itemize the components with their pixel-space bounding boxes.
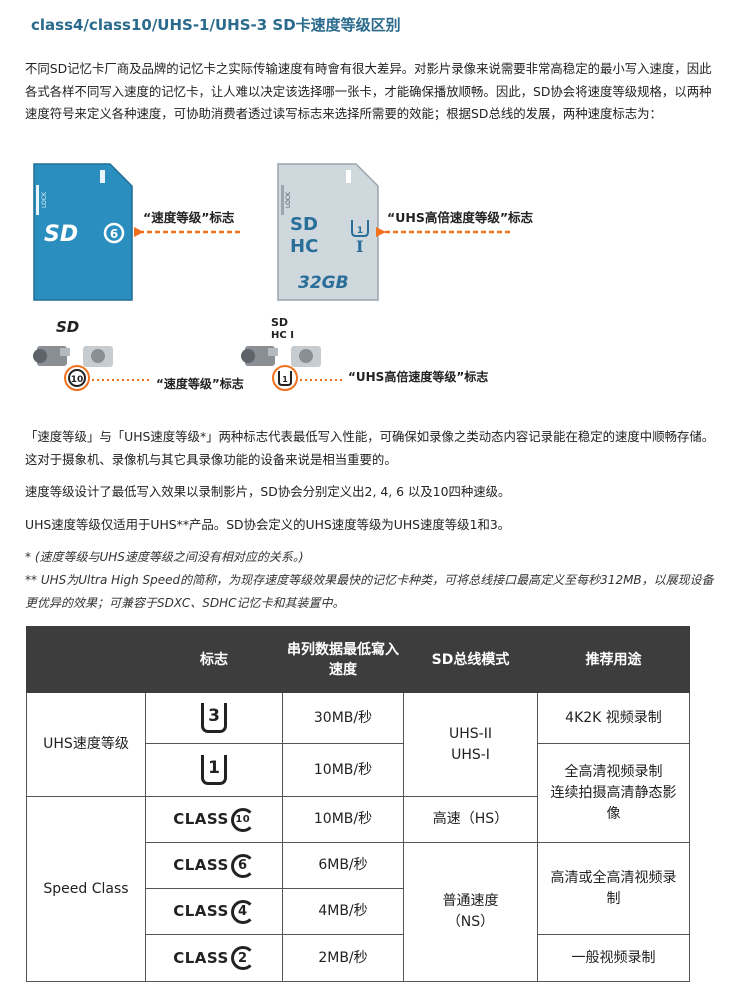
table-row: UHS速度等级 3 30MB/秒 UHS-II UHS-I 4K2K 视频录制 [26, 692, 690, 797]
speed-cell: 10MB/秒 [282, 796, 404, 843]
paragraph-speed-marks: 「速度等级」与「UHS速度等级*」两种标志代表最低写入性能，可确保如录像之类动态… [25, 429, 715, 467]
logo-cell: 1 [145, 743, 283, 797]
small-right-uhs-mark: 1 [282, 375, 288, 384]
header-group [26, 626, 146, 693]
left-card-callout: “速度等级”标志 [143, 210, 235, 225]
small-left-sd-logo: SD [56, 318, 79, 336]
paragraph-uhs-class: UHS速度等级仅适用于UHS**产品。SD协会定义的UHS速度等级为UHS速度等… [25, 517, 511, 532]
left-card-class-mark: 6 [110, 227, 118, 241]
speed-cell: 4MB/秒 [282, 888, 404, 935]
bus-ns-cell: 普通速度 （NS） [403, 842, 538, 982]
table-header-row: 标志 串列数据最低寫入速度 SD总线模式 推荐用途 [26, 626, 690, 693]
use-hd-cell: 高清或全高清视频录制 [537, 842, 690, 935]
paragraph-speed-class: 速度等级设计了最低写入效果以录制影片，SD协会分别定义出2, 4, 6 以及10… [25, 484, 511, 499]
camcorder-icon-left [33, 346, 70, 366]
right-card-capacity: 32GB [298, 273, 349, 293]
use-general-cell: 一般视频录制 [537, 934, 690, 982]
footnote-1: * (速度等级与UHS速度等级之间没有相对应的关系。) [25, 550, 304, 564]
right-card-uhs-num: 1 [357, 226, 363, 236]
small-right-hc-logo: HC I [271, 330, 294, 341]
bottom-left-callout: “速度等级”标志 [156, 377, 244, 391]
page-title: class4/class10/UHS-1/UHS-3 SD卡速度等级区别 [31, 16, 401, 34]
speed-cell: 10MB/秒 [282, 743, 404, 797]
bus-ns-line2: （NS） [446, 914, 495, 930]
camera-icon-right [291, 346, 321, 367]
bus-ns-line1: 普通速度 [442, 893, 499, 909]
header-min-write: 串列数据最低寫入速度 [282, 626, 404, 693]
bus-uhs-line1: UHS-II [449, 725, 492, 742]
header-bus-mode: SD总线模式 [403, 626, 538, 693]
header-logo: 标志 [145, 626, 283, 693]
left-card-sd-logo: SD [44, 222, 78, 247]
speed-cell: 6MB/秒 [282, 842, 404, 889]
figure-illustration: LOCK SD 6 LOCK SD HC 1 I 32GB SD [33, 163, 510, 391]
small-right-sd-logo: SD [271, 316, 288, 329]
right-card-lock: LOCK [285, 191, 292, 208]
small-left-class-mark: 10 [71, 375, 84, 385]
bus-hs-cell: 高速（HS） [403, 796, 538, 843]
table-row: 1 10MB/秒 全高清视频录制 连续拍摄高清静态影像 [27, 743, 690, 843]
uhs-1-icon: 1 [201, 755, 227, 785]
speed-class-table: 标志 串列数据最低寫入速度 SD总线模式 推荐用途 UHS速度等级 3 30MB… [26, 626, 690, 982]
right-card-uhs-roman: I [356, 237, 363, 256]
use-fullhd-line1: 全高清视频录制 [564, 763, 663, 780]
right-card-sd-logo: SD [290, 214, 318, 235]
sd-card-figure: LOCK SD 6 LOCK SD HC 1 I 32GB SD [0, 160, 740, 395]
speed-cell: 2MB/秒 [282, 934, 404, 982]
group-speed-class-cell: Speed Class [26, 796, 146, 982]
group-uhs-cell: UHS速度等级 [26, 692, 146, 797]
use-fullhd-line2: 连续拍摄高清静态影像 [550, 784, 677, 822]
speed-cell: 30MB/秒 [282, 692, 404, 744]
bottom-right-callout: “UHS高倍速度等级”标志 [348, 370, 489, 384]
bus-uhs-line2: UHS-I [451, 746, 490, 763]
use-fullhd-cell: 全高清视频录制 连续拍摄高清静态影像 [537, 743, 690, 843]
sd-card-blue: LOCK SD 6 [33, 163, 133, 301]
bus-uhs-cell: UHS-II UHS-I [403, 692, 538, 797]
sd-card-gray: LOCK SD HC 1 I 32GB [277, 163, 379, 301]
intro-paragraph: 不同SD记忆卡厂商及品牌的记忆卡之实际传输速度有時會有很大差异。对影片录像来说需… [25, 61, 712, 121]
header-use: 推荐用途 [537, 626, 690, 693]
right-card-hc-logo: HC [290, 236, 318, 257]
logo-cell: 3 [145, 692, 283, 744]
camcorder-icon-right [241, 346, 278, 366]
use-4k-cell: 4K2K 视频录制 [537, 692, 690, 744]
right-card-callout: “UHS高倍速度等级”标志 [387, 210, 534, 225]
camera-icon-left [83, 346, 113, 367]
footnote-2: ** UHS为Ultra High Speed的简称，为现存速度等级效果最快的记… [25, 573, 714, 610]
left-card-lock: LOCK [41, 191, 48, 208]
uhs-3-icon: 3 [201, 703, 227, 733]
